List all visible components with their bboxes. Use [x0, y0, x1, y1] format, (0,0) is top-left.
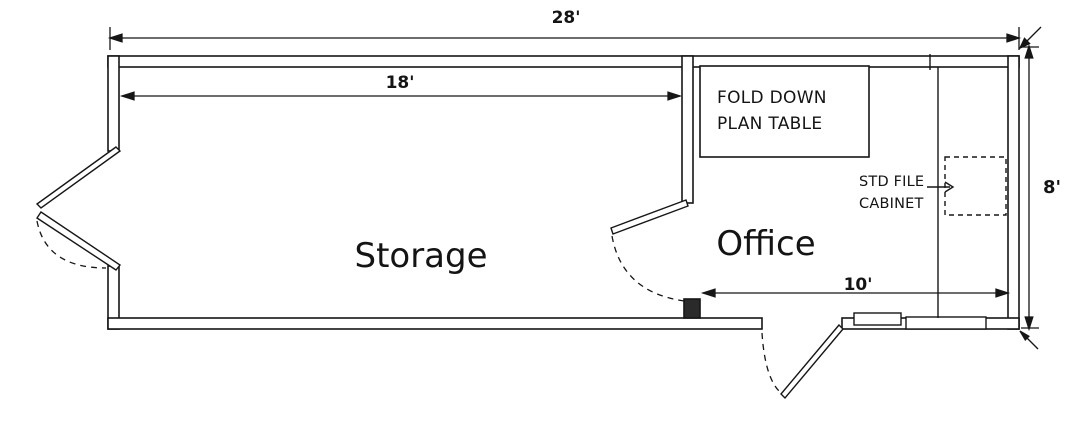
dimension-label-storage-width: 18'	[385, 73, 415, 93]
arrowhead-left	[119, 91, 135, 101]
dimension-label-office-width: 10'	[843, 275, 873, 295]
wall-top	[107, 55, 1020, 68]
interior-door	[610, 199, 689, 302]
arrowhead-right	[995, 288, 1011, 298]
arrowhead-left	[107, 33, 123, 43]
arrowhead-right	[667, 91, 683, 101]
window-bottom-long	[905, 316, 987, 330]
wall-bottom-left	[107, 317, 763, 330]
door-swing-arc	[611, 235, 685, 302]
left-double-door	[35, 146, 122, 271]
corner-leader-bottom-right	[1019, 330, 1039, 350]
arrowhead-down	[1024, 316, 1034, 332]
file-cabinet-label-line2: CABINET	[859, 195, 924, 212]
dimension-overall-width	[107, 27, 1022, 50]
room-label-office: Office	[716, 224, 816, 264]
room-label-storage: Storage	[354, 236, 488, 276]
door-leaf-upper	[35, 146, 122, 209]
partition-door-post	[683, 298, 701, 319]
file-cabinet-label-line1: STD FILE	[859, 174, 925, 190]
arrowhead-up	[1024, 43, 1034, 59]
windows	[853, 54, 987, 330]
dimension-storage-width	[119, 91, 683, 101]
dimension-overall-depth	[1021, 43, 1039, 332]
door-swing-arc	[761, 332, 782, 394]
plan-table-label-line2: PLAN TABLE	[717, 113, 823, 134]
door-leaf	[610, 199, 689, 235]
arrowhead-left	[700, 288, 716, 298]
door-leaf	[780, 323, 844, 400]
corner-leader-top-right	[1018, 26, 1042, 50]
file-cabinet-dashed-outline	[944, 156, 1007, 216]
file-cabinet-arrowhead	[944, 181, 955, 193]
wall-right	[1007, 55, 1020, 330]
plan-table-label-line1: FOLD DOWN	[717, 88, 827, 108]
dimension-label-overall-width: 28'	[551, 8, 581, 28]
exterior-door	[761, 323, 844, 400]
plan-table-box	[699, 65, 870, 158]
file-cabinet	[927, 156, 1007, 216]
door-leaf-lower	[36, 211, 122, 271]
plan-table-label: FOLD DOWN PLAN TABLE	[700, 66, 869, 157]
partition-upper	[681, 55, 694, 204]
dimension-lines	[107, 26, 1042, 350]
dimension-label-overall-depth: 8'	[1043, 177, 1062, 198]
doors	[35, 146, 844, 400]
dimension-office-width	[700, 288, 1011, 298]
partition-wall	[681, 55, 701, 319]
arrowhead-right	[1006, 33, 1022, 43]
wall-left-upper	[107, 55, 120, 152]
file-cabinet-label: STD FILE CABINET	[859, 172, 924, 216]
door-swing-arc	[36, 220, 107, 269]
window-bottom-small	[853, 312, 902, 326]
